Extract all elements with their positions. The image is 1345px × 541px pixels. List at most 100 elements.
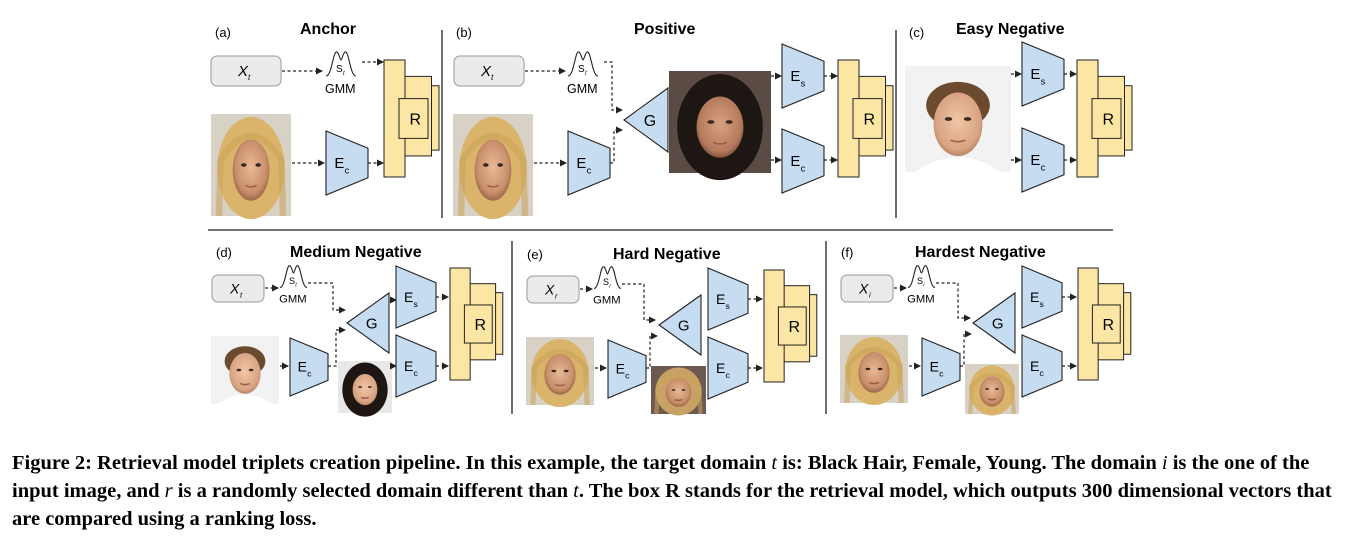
hard-negative-input-face-image-skin: [544, 354, 576, 395]
input-x-b-x-domain: t: [491, 73, 494, 82]
arrow-gmm-to-g-f: [936, 282, 971, 322]
caption-part-5: . The box R stands for the retrieval mod…: [12, 480, 1332, 530]
encoder-es-d: [395, 265, 437, 329]
hard-negative-input-face-image-eye-left: [551, 369, 557, 373]
generator-g-e: [658, 293, 702, 357]
gmm-d-s-letter: S: [289, 276, 295, 286]
caption-part-1: Figure 2: Retrieval model triplets creat…: [12, 452, 772, 474]
retrieval-box-e-letter: R: [788, 319, 800, 336]
gmm-e-label: GMM: [593, 295, 621, 307]
encoder-ec2-e-sub: c: [726, 370, 731, 380]
encoder-ec-d-sub: c: [307, 369, 312, 379]
hard-negative-input-face-image: [526, 337, 594, 408]
input-x-a-x-letter: X: [237, 63, 249, 80]
encoder-es-e: [707, 267, 749, 331]
encoder-ec2-d-sub: c: [414, 368, 419, 378]
generator-g-f-letter: G: [992, 316, 1004, 333]
encoder-es-f: [1021, 265, 1063, 329]
positive-input-face-image-eye-right: [497, 163, 504, 167]
generator-g-b: [623, 86, 669, 154]
panel-f-tag: (f): [841, 245, 853, 260]
panel-d-tag: (d): [216, 245, 232, 260]
encoder-ec-a: [325, 130, 369, 196]
encoder-ec-b-letter: E: [576, 155, 586, 172]
medium-negative-input-face-image-skin: [229, 353, 261, 394]
gmm-f-label: GMM: [907, 294, 935, 306]
input-x-e-x-domain: r: [555, 292, 558, 301]
hard-negative-generated-face-image-eye-right: [681, 389, 686, 391]
encoder-es-b-letter: E: [790, 68, 800, 85]
caption-var-i: i: [1161, 452, 1168, 474]
input-x-d: [211, 274, 265, 303]
input-x-d-x-letter: X: [229, 281, 240, 297]
anchor-face-image: [211, 114, 291, 220]
encoder-ec-d-letter: E: [298, 359, 307, 375]
retrieval-box-a-label-box: [398, 98, 429, 139]
gmm-e-curve: [593, 266, 622, 289]
hardest-negative-input-face-image-mouth: [868, 381, 880, 385]
encoder-ec-c-letter: E: [1030, 152, 1040, 169]
generator-g-f: [972, 291, 1016, 355]
encoder-ec-e: [607, 339, 647, 399]
hardest-negative-input-face-image-eye-left: [865, 367, 871, 371]
encoder-ec2-f-letter: E: [1030, 358, 1039, 374]
medium-negative-input-face-image-eye-right: [248, 368, 254, 372]
gmm-f-s-domain: i: [923, 283, 925, 289]
anchor-face-image-mouth: [245, 184, 257, 188]
easy-negative-face-image-eye-right: [963, 117, 972, 121]
retrieval-box-b-letter: R: [864, 112, 876, 129]
hard-negative-input-face-image-hair-strands: [530, 349, 590, 406]
retrieval-box-d-letter: R: [474, 317, 486, 334]
gmm-a-s-letter: S: [336, 64, 343, 75]
hardest-negative-input-face-image-eye-right: [877, 367, 883, 371]
panel-b-tag: (b): [456, 25, 472, 40]
hardest-negative-input-face-image-skin: [858, 352, 890, 393]
input-x-d-x-domain: t: [240, 291, 243, 300]
positive-input-face-image-mouth: [487, 184, 499, 188]
panel-e-tag: (e): [527, 247, 543, 262]
hard-negative-generated-face-image-skin: [665, 378, 692, 407]
gmm-b-curve: [567, 51, 599, 77]
arrow-ec-to-g-d: [328, 326, 346, 367]
easy-negative-face-image: [905, 66, 1011, 172]
panel-e-title: Hard Negative: [613, 246, 721, 263]
anchor-face-image-hair-strands: [215, 132, 287, 217]
caption-part-2: is: Black Hair, Female, Young. The domai…: [777, 452, 1162, 474]
gmm-a-s-domain: t: [343, 71, 345, 77]
easy-negative-face-image-eye-left: [944, 117, 953, 121]
encoder-ec-b: [567, 130, 611, 196]
encoder-es-d-letter: E: [404, 289, 413, 305]
caption-var-t2: t: [573, 480, 579, 502]
encoder-ec2-b-sub: c: [801, 163, 806, 173]
easy-negative-face-image-skin: [933, 92, 983, 157]
encoder-ec-c-sub: c: [1041, 162, 1046, 172]
panel-c-title: Easy Negative: [956, 21, 1065, 38]
encoder-ec2-d-letter: E: [404, 358, 413, 374]
encoder-ec-c: [1021, 127, 1065, 193]
hardest-negative-generated-face-image-eye-right: [994, 388, 999, 390]
encoder-ec2-f: [1021, 334, 1063, 398]
encoder-ec2-b: [781, 128, 825, 194]
arrow-gmm-to-g-e: [622, 283, 656, 324]
medium-negative-generated-face-image-eye-right: [367, 386, 372, 388]
gmm-d-s-domain: t: [295, 283, 297, 289]
arrow-ec-to-g-e: [646, 332, 658, 369]
encoder-es-d-sub: s: [414, 299, 419, 309]
figure-caption: Figure 2: Retrieval model triplets creat…: [12, 449, 1334, 533]
medium-negative-generated-face-image-skin: [352, 374, 378, 406]
encoder-es-e-sub: s: [726, 301, 731, 311]
gmm-e-s-domain: r: [609, 284, 611, 290]
encoder-ec-a-letter: E: [334, 155, 344, 172]
positive-generated-face-image: [669, 71, 771, 181]
encoder-ec-f-letter: E: [930, 359, 939, 375]
encoder-ec-b-sub: c: [587, 165, 592, 175]
panel-d-title: Medium Negative: [290, 244, 422, 261]
arrow-gmm-to-g-b: [604, 61, 623, 114]
gmm-b-label: GMM: [567, 82, 598, 96]
encoder-es-c-sub: s: [1041, 76, 1046, 86]
hardest-negative-generated-face-image-hair-strands: [968, 372, 1016, 415]
panel-a-tag: (a): [215, 25, 231, 40]
panel-c-tag: (c): [909, 25, 924, 40]
encoder-es-e-letter: E: [716, 291, 725, 307]
encoder-ec2-e: [707, 336, 749, 400]
